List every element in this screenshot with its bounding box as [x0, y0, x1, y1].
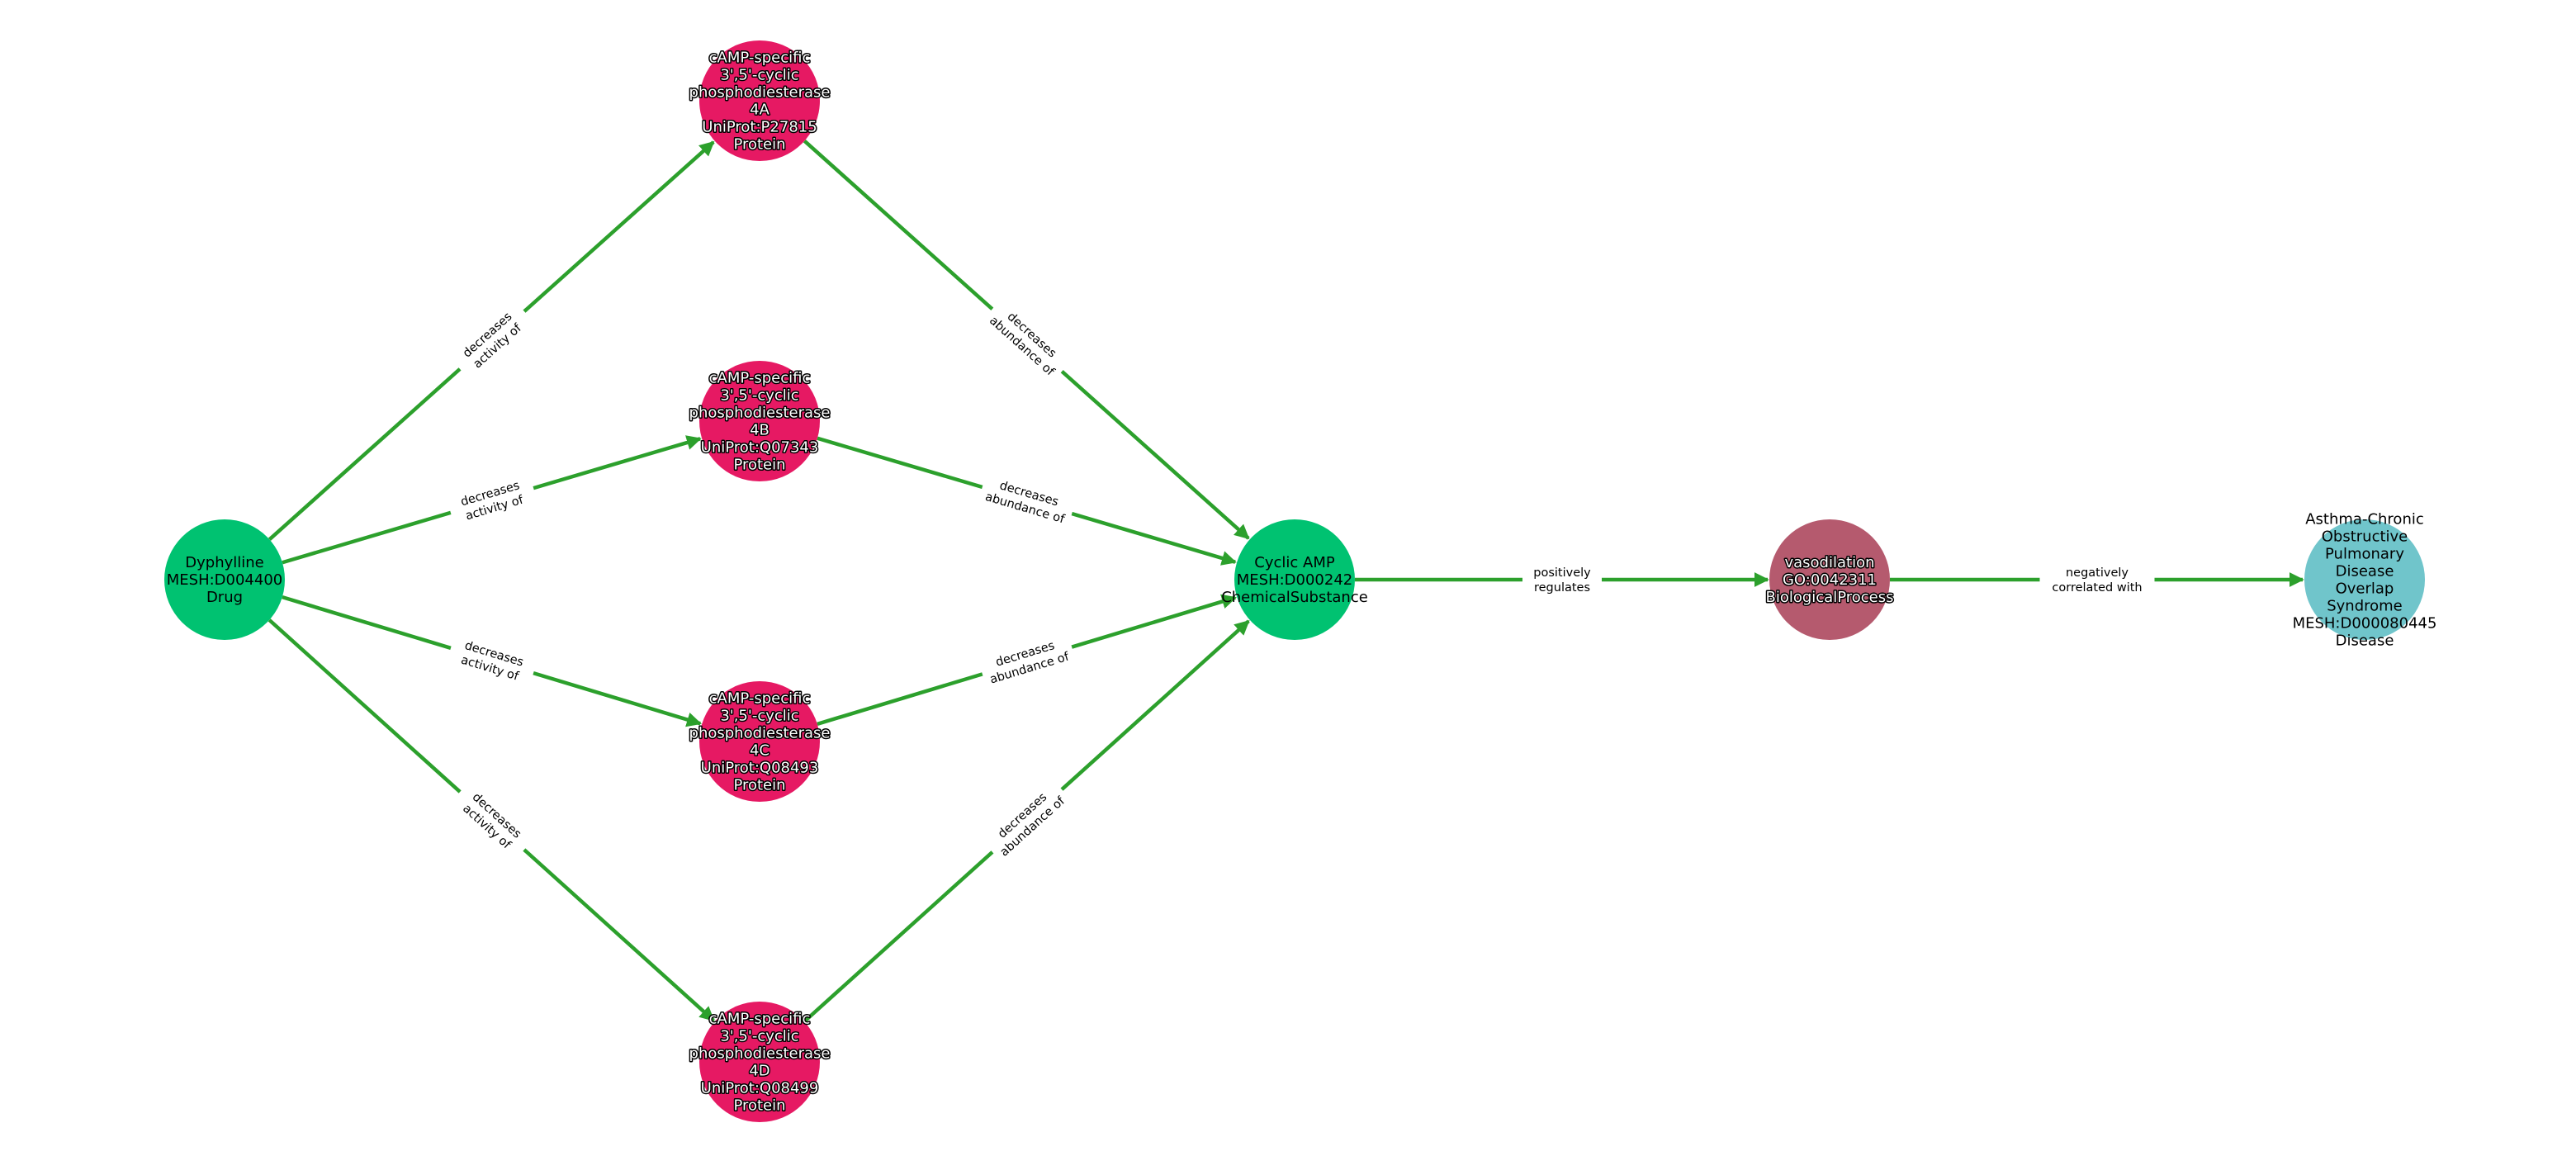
- node-label-line: 4A: [750, 102, 769, 119]
- node-label-line: Protein: [733, 457, 785, 474]
- node-circle[interactable]: [699, 681, 820, 802]
- node-circle[interactable]: [699, 40, 820, 161]
- node-label-line: 3',5'-cyclic: [720, 1028, 798, 1045]
- node-label-line: UniProt:P27815: [702, 119, 817, 136]
- edge-label-background: [981, 296, 1073, 384]
- node-label-line: Syndrome: [2327, 598, 2403, 615]
- node-pde4a[interactable]: cAMP-specific3',5'-cyclicphosphodiestera…: [688, 40, 831, 161]
- node-circle[interactable]: [1234, 519, 1355, 640]
- node-label-line: Disease: [2336, 632, 2394, 650]
- node-circle[interactable]: [164, 519, 285, 640]
- node-label-line: Pulmonary: [2325, 546, 2404, 563]
- node-pde4b[interactable]: cAMP-specific3',5'-cyclicphosphodiestera…: [688, 361, 831, 481]
- node-label-line: Drug: [206, 589, 243, 606]
- node-label-line: 3',5'-cyclic: [720, 708, 798, 725]
- node-acos[interactable]: Asthma-ChronicObstructivePulmonaryDiseas…: [2293, 511, 2437, 650]
- node-label-line: Disease: [2336, 563, 2394, 580]
- node-circle[interactable]: [699, 361, 820, 481]
- node-label-line: phosphodiesterase: [689, 725, 831, 742]
- edge-label-background: [978, 471, 1077, 530]
- edge-label-line: negatively: [2066, 566, 2129, 580]
- node-label-line: cAMP-specific: [709, 370, 811, 387]
- node-label-line: cAMP-specific: [709, 50, 811, 67]
- node-label-line: UniProt:Q08493: [701, 760, 819, 777]
- node-label-line: Dyphylline: [185, 554, 263, 571]
- edge-label-background: [2039, 563, 2155, 596]
- node-label-line: 4C: [750, 742, 769, 760]
- edge-label-background: [448, 779, 536, 862]
- nodes-layer: DyphyllineMESH:D004400DrugcAMP-specific3…: [164, 40, 2436, 1122]
- node-label-line: 3',5'-cyclic: [720, 387, 798, 405]
- node-label-line: GO:0042311: [1783, 571, 1877, 589]
- node-label-line: vasodilation: [1784, 554, 1874, 571]
- node-label-line: phosphodiesterase: [689, 1045, 831, 1063]
- node-label-line: MESH:D000242: [1237, 571, 1353, 589]
- node-circle[interactable]: [699, 1002, 820, 1122]
- node-circle[interactable]: [1769, 519, 1890, 640]
- node-label-line: UniProt:Q07343: [701, 439, 819, 457]
- node-label-line: ChemicalSubstance: [1221, 589, 1368, 606]
- node-label-line: 4B: [750, 422, 769, 439]
- node-label-line: Obstructive: [2322, 528, 2408, 546]
- node-label-line: UniProt:Q08499: [701, 1080, 819, 1097]
- node-label-line: MESH:D000080445: [2293, 615, 2437, 632]
- edge-label-background: [978, 631, 1077, 690]
- edge-label-background: [448, 299, 536, 381]
- node-label-line: Asthma-Chronic: [2305, 511, 2424, 528]
- node-label-line: phosphodiesterase: [689, 405, 831, 422]
- node-circle[interactable]: [2304, 519, 2425, 640]
- node-label-line: Overlap: [2336, 580, 2394, 598]
- edge-label-line: regulates: [1534, 581, 1590, 595]
- edge-label-background: [981, 777, 1073, 865]
- node-label-line: Protein: [733, 777, 785, 794]
- node-label-line: cAMP-specific: [709, 690, 811, 708]
- node-label-line: cAMP-specific: [709, 1011, 811, 1028]
- node-pde4d[interactable]: cAMP-specific3',5'-cyclicphosphodiestera…: [688, 1002, 831, 1122]
- edge-label-background: [446, 632, 538, 689]
- node-label-line: Cyclic AMP: [1254, 554, 1335, 571]
- edge-label-line: positively: [1533, 566, 1591, 580]
- node-label-line: phosphodiesterase: [689, 84, 831, 102]
- node-label-line: Protein: [733, 136, 785, 154]
- node-label-line: MESH:D004400: [167, 571, 283, 589]
- edge-label-line: correlated with: [2052, 581, 2142, 595]
- node-pde4c[interactable]: cAMP-specific3',5'-cyclicphosphodiestera…: [688, 681, 831, 802]
- edge-label-background: [1522, 563, 1602, 596]
- node-label-line: Protein: [733, 1097, 785, 1115]
- node-label-line: 4D: [749, 1063, 769, 1080]
- node-label-line: 3',5'-cyclic: [720, 67, 798, 84]
- node-label-line: BiologicalProcess: [1765, 589, 1893, 606]
- edge-label-background: [446, 471, 538, 529]
